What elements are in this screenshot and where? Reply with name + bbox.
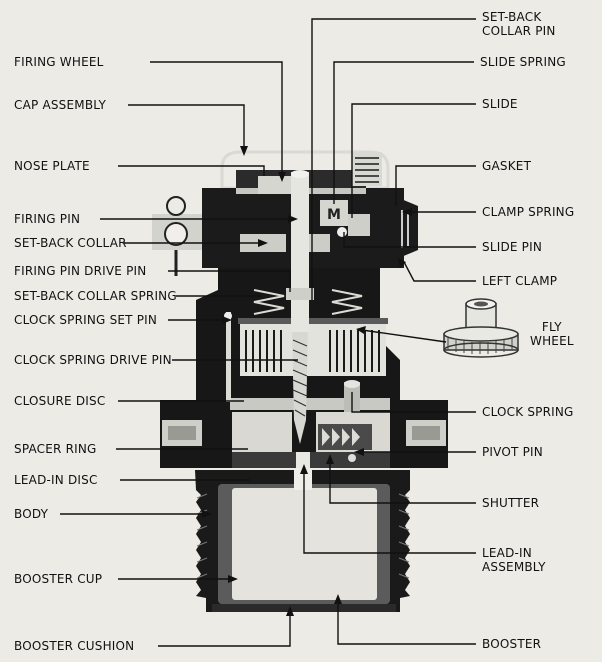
label-slide-pin: SLIDE PIN (482, 240, 543, 254)
label-lead-in-disc: LEAD-IN DISC (14, 473, 98, 487)
leader-lines (60, 18, 476, 647)
svg-text:M: M (327, 207, 341, 223)
cap-assembly: M (152, 150, 418, 276)
label-booster-cup: BOOSTER CUP (14, 572, 103, 586)
label-slide-spring: SLIDE SPRING (480, 55, 566, 69)
label-clock-spring-drive-pin: CLOCK SPRING DRIVE PIN (14, 353, 172, 367)
label-body: BODY (14, 507, 49, 521)
label-clock-spring-set-pin: CLOCK SPRING SET PIN (14, 313, 158, 327)
body-housing (195, 468, 410, 612)
label-firing-wheel: FIRING WHEEL (14, 55, 104, 69)
label-pivot-pin: PIVOT PIN (482, 445, 543, 459)
label-cap-assembly: CAP ASSEMBLY (14, 98, 107, 112)
label-left-clamp: LEFT CLAMP (482, 274, 558, 288)
firing-pin (286, 170, 314, 444)
label-nose-plate: NOSE PLATE (14, 159, 90, 173)
fly-wheel (443, 298, 519, 358)
label-set-back-collar-spring: SET-BACK COLLAR SPRING (14, 289, 177, 303)
label-spacer-ring: SPACER RING (14, 442, 97, 456)
label-firing-pin: FIRING PIN (14, 212, 81, 226)
label-booster-cushion: BOOSTER CUSHION (14, 639, 135, 653)
arrowheads (202, 146, 412, 616)
label-set-back-collar: SET-BACK COLLAR (14, 236, 127, 250)
label-shutter: SHUTTER (482, 496, 540, 510)
label-booster: BOOSTER (482, 637, 542, 651)
label-slide: SLIDE (482, 97, 518, 111)
clock-spring-coils (224, 289, 388, 402)
label-clamp-spring: CLAMP SPRING (482, 205, 575, 219)
label-closure-disc: CLOSURE DISC (14, 394, 106, 408)
label-clock-spring: CLOCK SPRING (482, 405, 574, 419)
label-gasket: GASKET (482, 159, 532, 173)
label-firing-pin-drive-pin: FIRING PIN DRIVE PIN (14, 264, 147, 278)
